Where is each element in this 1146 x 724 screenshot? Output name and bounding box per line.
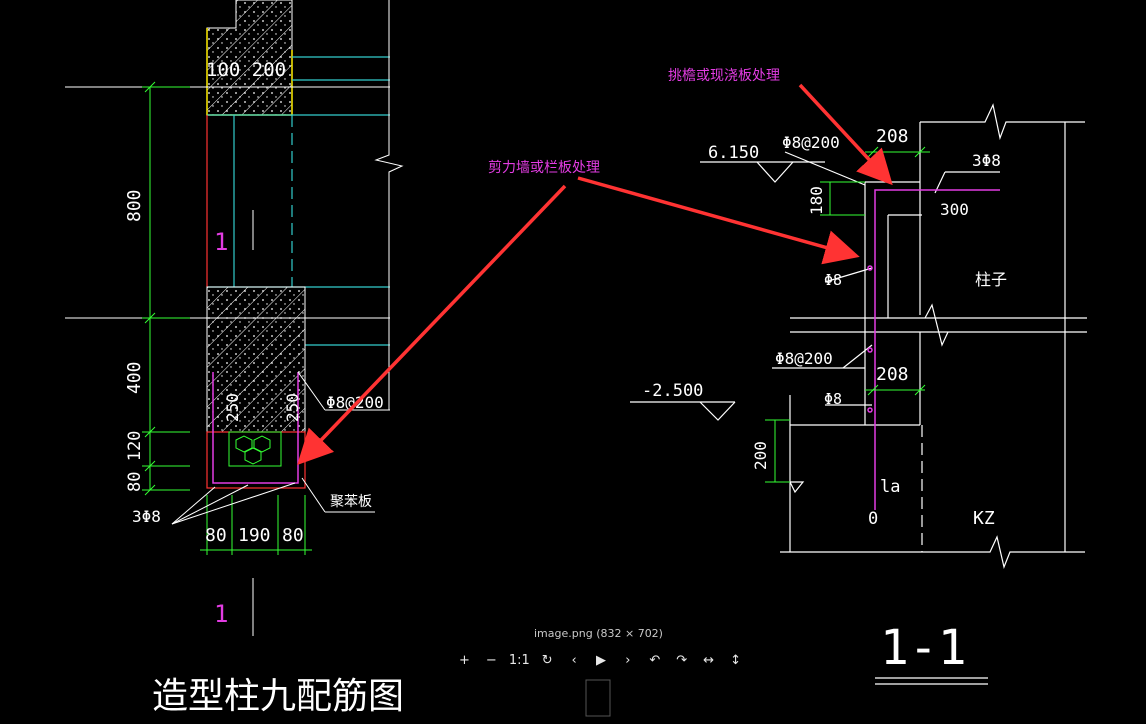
- dim-800: 800: [124, 189, 145, 222]
- bar-phi8-upper: Φ8: [824, 271, 842, 289]
- actual-size-button[interactable]: 1:1: [508, 652, 530, 668]
- callout-wall: 剪力墙或栏板处理: [488, 160, 600, 176]
- right-drawing: 6.150 -2.500 Φ8@200 Φ8@200 208 208 180 3…: [630, 103, 1087, 685]
- flip-vertical-button[interactable]: ↕: [730, 652, 741, 668]
- lower-concrete-block: [206, 286, 306, 433]
- dim-400: 400: [124, 361, 145, 394]
- zoom-out-button[interactable]: −: [485, 652, 497, 668]
- kz-label: KZ: [973, 508, 995, 529]
- bar-3phi8-label: 3Φ8: [972, 151, 1001, 170]
- bottom-dim-1: 80: [205, 525, 227, 546]
- column-label: 柱子: [975, 270, 1007, 289]
- dim-80-120: 80 120: [125, 431, 145, 492]
- bottom-dim-3: 80: [282, 525, 304, 546]
- arrow-wall-right: [577, 176, 860, 265]
- dim-208-bottom: 208: [876, 364, 909, 385]
- dim-250-right: 250: [283, 393, 302, 422]
- dim-100-200: 100 200: [206, 59, 286, 81]
- left-drawing-title: 造型柱九配筋图: [152, 676, 404, 717]
- stirrup-bottom-label: Φ8@200: [775, 349, 833, 368]
- play-button[interactable]: ▶: [596, 652, 606, 668]
- slab-label: 聚苯板: [330, 493, 372, 510]
- top-concrete-block: [206, 0, 293, 116]
- section-title: 1-1: [880, 620, 967, 676]
- callout-arrows: [297, 83, 893, 466]
- dim-300: 300: [940, 200, 969, 219]
- arrow-eave: [798, 83, 893, 186]
- zero-label: 0: [868, 509, 878, 529]
- flip-horizontal-button[interactable]: ↔: [703, 652, 715, 668]
- elevation-top: 6.150: [708, 143, 759, 163]
- callout-eave: 挑檐或现浇板处理: [668, 68, 780, 84]
- dim-208-top: 208: [876, 126, 909, 147]
- thumbnail-strip[interactable]: [585, 679, 611, 717]
- previous-button[interactable]: ‹: [571, 652, 577, 668]
- arrow-wall-left: [297, 184, 567, 466]
- la-label: la: [880, 477, 900, 497]
- dim-250-left: 250: [223, 393, 242, 422]
- dim-180: 180: [807, 186, 826, 215]
- bar-phi8-lower: Φ8: [824, 390, 842, 408]
- rotate-right-button[interactable]: ↷: [676, 652, 688, 668]
- section-mark-bottom: 1: [214, 600, 228, 628]
- elevation-bottom: -2.500: [642, 381, 703, 401]
- rotate-left-button[interactable]: ↶: [649, 652, 661, 668]
- bottom-dim-2: 190: [238, 525, 271, 546]
- viewer-toolbar: +−1:1 ↻ ‹ ▶ › ↶ ↷ ↔ ↕: [455, 648, 745, 672]
- zoom-in-button[interactable]: +: [459, 652, 470, 668]
- refresh-button[interactable]: ↻: [541, 652, 553, 668]
- stirrup-top-label: Φ8@200: [782, 133, 840, 152]
- dim-200: 200: [751, 441, 770, 470]
- next-button[interactable]: ›: [625, 652, 631, 668]
- image-caption: image.png (832 × 702): [534, 627, 663, 640]
- rebar-main-label: 3Φ8: [132, 507, 161, 526]
- left-drawing: 100 200 800 400 80 120 250 250 Φ8@200 3Φ…: [65, 0, 404, 717]
- section-mark-top: 1: [214, 228, 228, 256]
